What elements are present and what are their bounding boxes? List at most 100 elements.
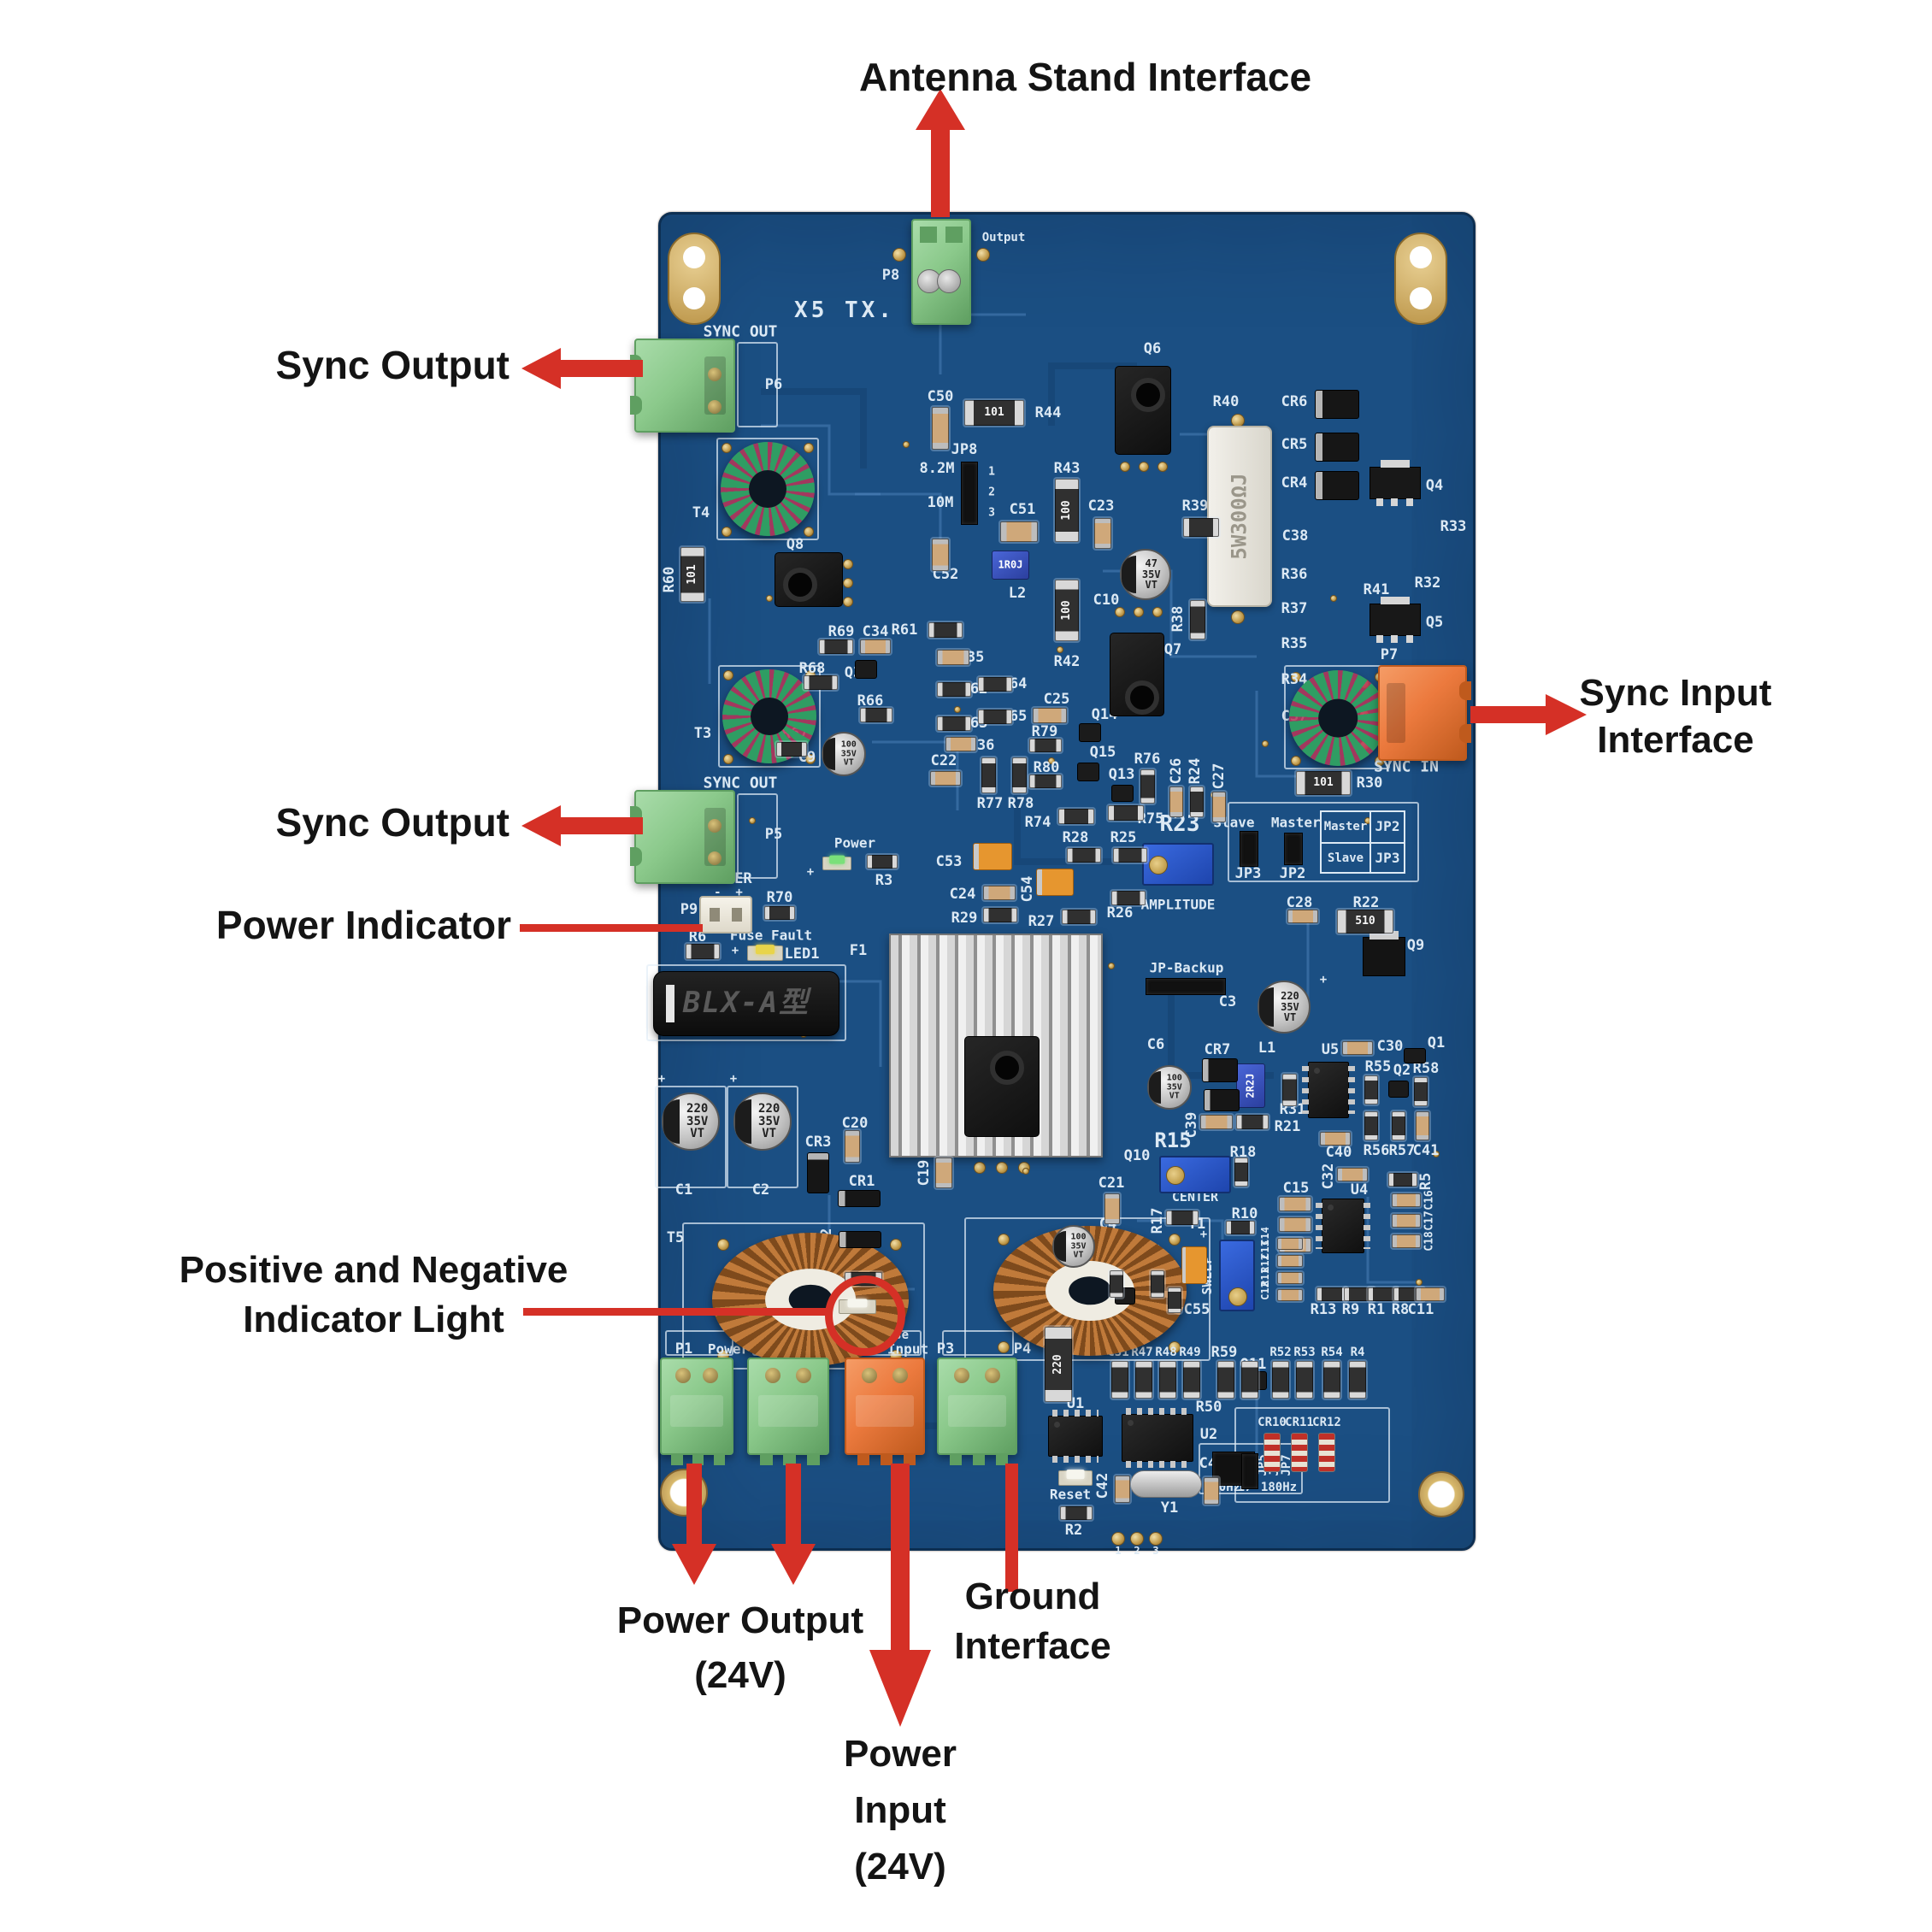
Q13 [1111,785,1134,802]
silk-sync-in: SYNC IN [1374,757,1439,776]
C6-detail [1149,1070,1162,1104]
master-slave-table-detail-text: JP2 [1375,818,1400,835]
silk-c53: C53 [935,853,963,870]
silk---+: - + [714,886,743,899]
power-output-label-line2: (24V) [694,1654,786,1696]
C9: 100 35V VT [822,732,866,776]
silk-r68: R68 [798,660,826,677]
silk-r25: R25 [1110,829,1137,846]
pad [723,754,733,764]
P4-detail [949,1453,962,1465]
P3-detail [903,1453,916,1465]
Q1 [1404,1048,1426,1063]
T1-detail [1069,1276,1111,1305]
smd-resistor [1183,518,1219,537]
C6-text: 100 35V VT [1166,1073,1182,1101]
indicator-light-highlight-circle [825,1275,905,1356]
power-led [822,855,851,870]
sync-input-label-line1: Sync Input [1579,672,1772,714]
smd-resistor [1166,1210,1199,1225]
sweep-trimmer [1219,1240,1255,1311]
CR6 [1315,390,1359,419]
silk-q6: Q6 [1143,340,1162,357]
silk-slave-master: Slave Master [1213,814,1321,831]
Q14 [1079,723,1101,742]
P3-detail [892,1368,908,1383]
silk-q2: Q2 [1393,1062,1411,1079]
P8-antenna-connector-detail [945,227,963,244]
silk-r39: R39 [1181,498,1209,515]
smd-resistor [1296,1361,1313,1399]
Q4-detail [1405,498,1413,506]
silk-p7: P7 [1380,646,1399,663]
silk-outline-box [942,1330,1014,1356]
smd-resistor [1113,848,1147,863]
P4-detail [947,1394,1007,1428]
silk-r18: R18 [1229,1144,1257,1161]
silk-c28: C28 [1286,894,1313,911]
T2 [1289,670,1387,766]
C4: 100 35V VT [1052,1225,1095,1268]
smd-resistor [1058,809,1094,824]
silk-outline-box [718,665,821,768]
CR2 [839,1231,881,1248]
smd-resistor [928,622,963,638]
smd-capacitor [1320,1132,1351,1146]
P6-sync-out [630,339,735,433]
pad [1231,610,1245,624]
posneg-line [523,1308,828,1316]
L2-text: 1R0J [998,558,1023,571]
Q15 [1077,763,1099,781]
smd-resistor [764,906,795,920]
smd-resistor [983,908,1017,922]
pad [722,443,732,453]
silk-led1: LED1 [784,945,820,963]
mounting-hole-double-detail [683,246,705,269]
silk-r79: R79 [1031,723,1058,740]
silk-c19: C19 [916,1159,933,1187]
JP-Backup [1146,978,1226,995]
smd-capacitor [1277,1272,1303,1284]
P2-detail [759,1453,773,1465]
P2-detail [796,1368,812,1383]
silk-r78: R78 [1007,795,1034,812]
P1-detail [713,1453,725,1465]
silk-c30: C30 [1376,1038,1404,1055]
silk-p1: P1 [674,1340,693,1358]
smd-resistor [1323,1361,1340,1399]
U5-detail [1348,1066,1355,1114]
P1-detail [692,1453,704,1465]
silk-q7: Q7 [1163,641,1182,658]
smd-resistor [686,944,720,959]
smd-resistor [978,710,1012,724]
Q6 [1115,366,1171,455]
C1-text: 220 35V VT [686,1101,709,1141]
P3 [845,1358,925,1465]
silk-c51: C51 [1009,501,1036,518]
P8-antenna-connector [911,219,971,325]
silk-p8: P8 [881,267,900,284]
Q4-detail [1391,498,1399,506]
silk-r8: R8 [1391,1301,1410,1318]
Q10 [964,1036,1040,1137]
smd-resistor [1241,1361,1258,1399]
P6-sync-out-detail [708,367,722,381]
smd-capacitor [1392,1193,1421,1207]
silk-c21: C21 [1098,1175,1125,1192]
silk-r9: R9 [1341,1301,1360,1318]
silk-c23: C23 [1087,498,1115,515]
P9 [699,896,752,934]
P6-sync-out-detail [708,399,722,414]
silk-r41: R41 [1363,581,1390,598]
JP8 [961,462,978,525]
silk-jp-backup: JP-Backup [1149,959,1224,976]
P8-antenna-connector-detail [936,268,961,293]
silk-r28: R28 [1062,829,1089,846]
smd-resistor [1226,1221,1255,1234]
silk-c42: C42 [1094,1472,1111,1499]
Q9 [1363,931,1405,976]
silk-outline-box [716,438,819,540]
pad [722,527,732,537]
F1-fuse-detail [666,984,674,1023]
